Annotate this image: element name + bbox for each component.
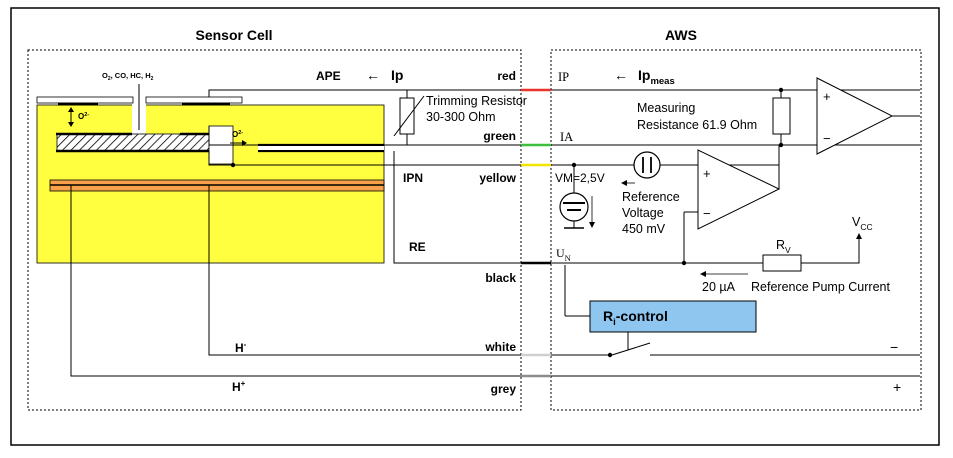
aws-label-ip-arrow: ← [614, 67, 628, 83]
wire-label-black: black [485, 271, 516, 285]
wire-label-yellow: yellow [479, 171, 516, 185]
opamp-measure-minus: − [823, 131, 831, 146]
label-h-plus: H+ [232, 379, 246, 394]
junction-meas-bottom [778, 142, 784, 148]
ref-voltage-line3: 450 mV [622, 222, 666, 236]
junction-ipn-sensor [230, 162, 236, 168]
reference-channel-gap [258, 146, 384, 150]
outer-frame [10, 7, 940, 446]
label-h-minus: H- [235, 340, 247, 355]
opamp-reference [697, 149, 781, 230]
pump-current-arrow-head [700, 271, 706, 277]
junction-meas-top [778, 87, 784, 93]
pump-current-label: Reference Pump Current [751, 280, 890, 294]
diffusion-barrier [56, 133, 210, 152]
top-cap-right [145, 96, 243, 104]
supply-plus-label: + [893, 379, 901, 395]
current-source-symbol [633, 151, 661, 179]
rv-wire-right [801, 236, 860, 264]
wire-label-red: red [497, 69, 516, 83]
rv-label: RV [776, 238, 791, 255]
ref-voltage-line1: Reference [622, 190, 680, 204]
label-re: RE [409, 240, 426, 254]
ref-voltage-arrow-head [621, 180, 627, 186]
wire-label-grey: grey [491, 382, 517, 396]
sensor-cell-title: Sensor Cell [195, 27, 272, 43]
supply-minus-label: − [890, 339, 898, 355]
vcc-label: VCC [852, 215, 873, 232]
label-ipn: IPN [403, 171, 423, 185]
vm-label: VM=2,5V [555, 171, 605, 185]
oxygen-ion-arrow-head-up [68, 107, 74, 112]
ri-control-label: Ri-control [603, 308, 668, 328]
wire-re [393, 151, 684, 264]
label-ip: Ip [391, 67, 403, 83]
oxygen-ion-arrow-head-down [68, 122, 74, 127]
wire-h-plus [70, 185, 920, 377]
wire-h-minus [208, 185, 608, 356]
aws-label-ipmeas: Ipmeas [638, 67, 675, 87]
aws-label-ia: IA [560, 130, 573, 144]
un-label: UN [556, 246, 571, 263]
top-cap-left [36, 96, 134, 104]
opamp-measure [816, 77, 894, 155]
wire-label-green: green [483, 129, 516, 143]
label-trimming-line1: Trimming Resistor [426, 94, 527, 108]
wire-ia [208, 126, 920, 146]
wire-ape [208, 89, 394, 97]
label-trimming-line2: 30-300 Ohm [426, 110, 495, 124]
ri-control-box [589, 300, 757, 333]
vm-source-symbol [559, 192, 589, 222]
trim-slash [393, 95, 425, 137]
measuring-resistor [772, 97, 791, 135]
pump-current-value: 20 µA [702, 280, 736, 294]
label-ape: APE [316, 69, 341, 83]
opamp-ref-plus: + [703, 166, 711, 181]
opamp-measure-plus: + [823, 89, 831, 104]
measuring-label-line1: Measuring [637, 101, 695, 115]
opamp-ref-minus: − [703, 206, 711, 221]
sensor-cell-box [27, 49, 522, 411]
oxygen-ion-label: O2- [78, 112, 89, 121]
vm-current-arrow-head [589, 222, 595, 228]
vcc-arrow-head [856, 233, 862, 239]
aws-label-ip: IP [558, 70, 569, 84]
ref-voltage-line2: Voltage [622, 206, 664, 220]
rv-resistor [762, 254, 802, 272]
wire-label-white: white [484, 340, 516, 354]
switch-pivot [607, 352, 613, 358]
aws-box [550, 49, 922, 411]
switch-blade [611, 342, 651, 356]
trimming-resistor [399, 97, 415, 135]
gas-species-label: O2, CO, HC, H2 [102, 71, 154, 82]
aws-title: AWS [665, 27, 697, 43]
label-ip-arrow: ← [366, 67, 380, 83]
measuring-label-line2: Resistance 61.9 Ohm [637, 118, 757, 132]
oxygen-ion-label-2: O2- [232, 130, 243, 139]
